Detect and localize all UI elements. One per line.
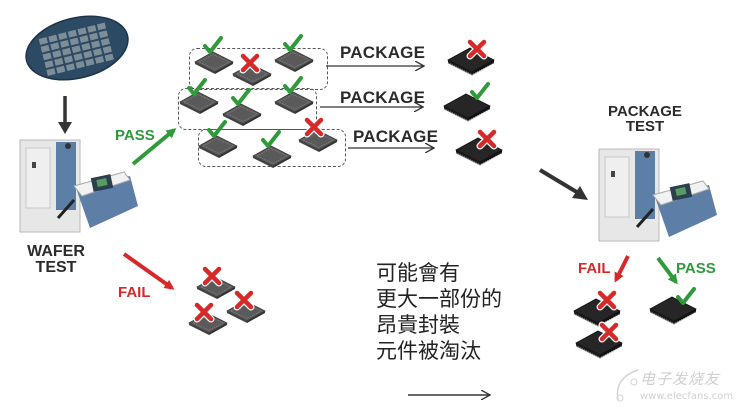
wafer-test-label-line1: WAFER <box>27 243 85 260</box>
cross-icon <box>470 42 484 56</box>
die <box>222 103 262 127</box>
wafer-test-label: WAFER TEST <box>16 244 96 276</box>
wafer-test-equipment-icon <box>18 136 140 236</box>
package-test-label-line2: TEST <box>625 118 665 135</box>
annotation-line-2: 更大一部份的 <box>376 287 502 311</box>
wafer-fail-arrow <box>122 252 175 290</box>
die <box>274 49 314 73</box>
cross-icon <box>602 325 616 339</box>
chip-icon <box>443 93 491 122</box>
annotation-line-3: 昂貴封裝 <box>376 313 460 337</box>
package-label-row-3: PACKAGE <box>353 127 439 146</box>
check-icon <box>187 78 207 96</box>
arrow-to-package-test <box>538 168 588 200</box>
watermark-url: www.elecfans.com <box>640 391 734 402</box>
wafer-fail-label: FAIL <box>118 284 151 301</box>
package-label-row-2: PACKAGE <box>340 88 426 107</box>
arrow-down-to-wafer-test <box>58 96 72 134</box>
cross-icon <box>237 293 251 307</box>
die <box>252 145 292 169</box>
check-icon <box>207 120 227 138</box>
check-icon <box>203 36 223 54</box>
wafer-test-label-line2: TEST <box>35 259 77 276</box>
package-label-row-1: PACKAGE <box>340 43 426 62</box>
check-icon <box>676 287 696 305</box>
annotation-arrow <box>408 388 496 402</box>
failed-dies-group <box>188 265 266 336</box>
check-icon <box>261 130 281 148</box>
check-icon <box>231 88 251 106</box>
package-test-equipment-icon <box>596 145 720 245</box>
passed-chip-icon <box>649 296 697 325</box>
wafer-pass-arrow <box>131 128 177 166</box>
wafer-pass-label: PASS <box>115 127 155 144</box>
package-test-result-chips <box>573 287 697 359</box>
watermark-logo-icon <box>616 369 639 402</box>
check-icon <box>283 76 303 94</box>
package-pass-arrow <box>656 256 678 285</box>
annotation-text: 可能會有 更大一部份的 昂貴封裝 元件被淘汰 <box>376 260 502 364</box>
cross-icon <box>197 305 211 319</box>
cross-icon <box>480 132 494 146</box>
package-test-label-line1: PACKAGE <box>608 103 682 120</box>
die <box>198 135 238 159</box>
chip-icon <box>455 137 503 166</box>
die <box>179 91 219 115</box>
package-pass-label: PASS <box>676 260 716 277</box>
cross-icon <box>205 269 219 283</box>
package-fail-label: FAIL <box>578 260 611 277</box>
package-fail-arrow <box>614 255 630 283</box>
die-group-row-1 <box>189 48 328 90</box>
packaged-chips <box>443 38 503 166</box>
die <box>194 51 234 75</box>
package-test-label: PACKAGE TEST <box>600 104 690 134</box>
annotation-line-4: 元件被淘汰 <box>376 339 481 363</box>
annotation-line-1: 可能會有 <box>376 261 460 285</box>
cross-icon <box>243 56 257 70</box>
check-icon <box>470 82 490 100</box>
cross-icon <box>600 293 614 307</box>
cross-icon <box>307 120 321 134</box>
package-arrows <box>320 60 440 155</box>
wafer-icon <box>22 8 130 81</box>
watermark-brand: 电子发烧友 <box>640 370 721 388</box>
die <box>274 91 314 115</box>
watermark: 电子发烧友 www.elecfans.com <box>616 368 734 402</box>
check-icon <box>283 34 303 52</box>
